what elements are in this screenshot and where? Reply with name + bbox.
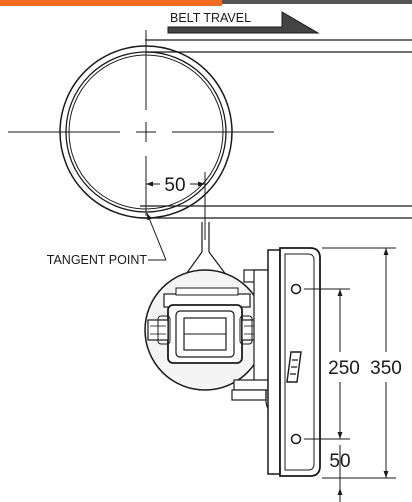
tangent-point-label: TANGENT POINT [47, 253, 148, 267]
belt-travel-arrow-icon [167, 11, 320, 34]
overall-height-dimension [322, 247, 396, 479]
overall-height-value: 350 [370, 358, 402, 379]
bottom-offset-value: 50 [329, 451, 350, 472]
pulley-centerlines [8, 30, 274, 216]
tangent-offset-value: 50 [164, 175, 185, 196]
mounting-bracket [267, 247, 321, 477]
tangent-offset-dimension [146, 172, 206, 240]
m-logo-icon [286, 351, 302, 383]
tangent-point-leader [146, 212, 167, 261]
mounting-arm [231, 269, 277, 413]
cleaner-clamp-assembly [144, 269, 266, 391]
hole-spacing-dimension [304, 288, 350, 440]
belt-travel-label: BELT TRAVEL [170, 11, 251, 25]
accent-bar [0, 0, 222, 6]
hole-spacing-value: 250 [328, 358, 360, 379]
belt [140, 39, 412, 219]
